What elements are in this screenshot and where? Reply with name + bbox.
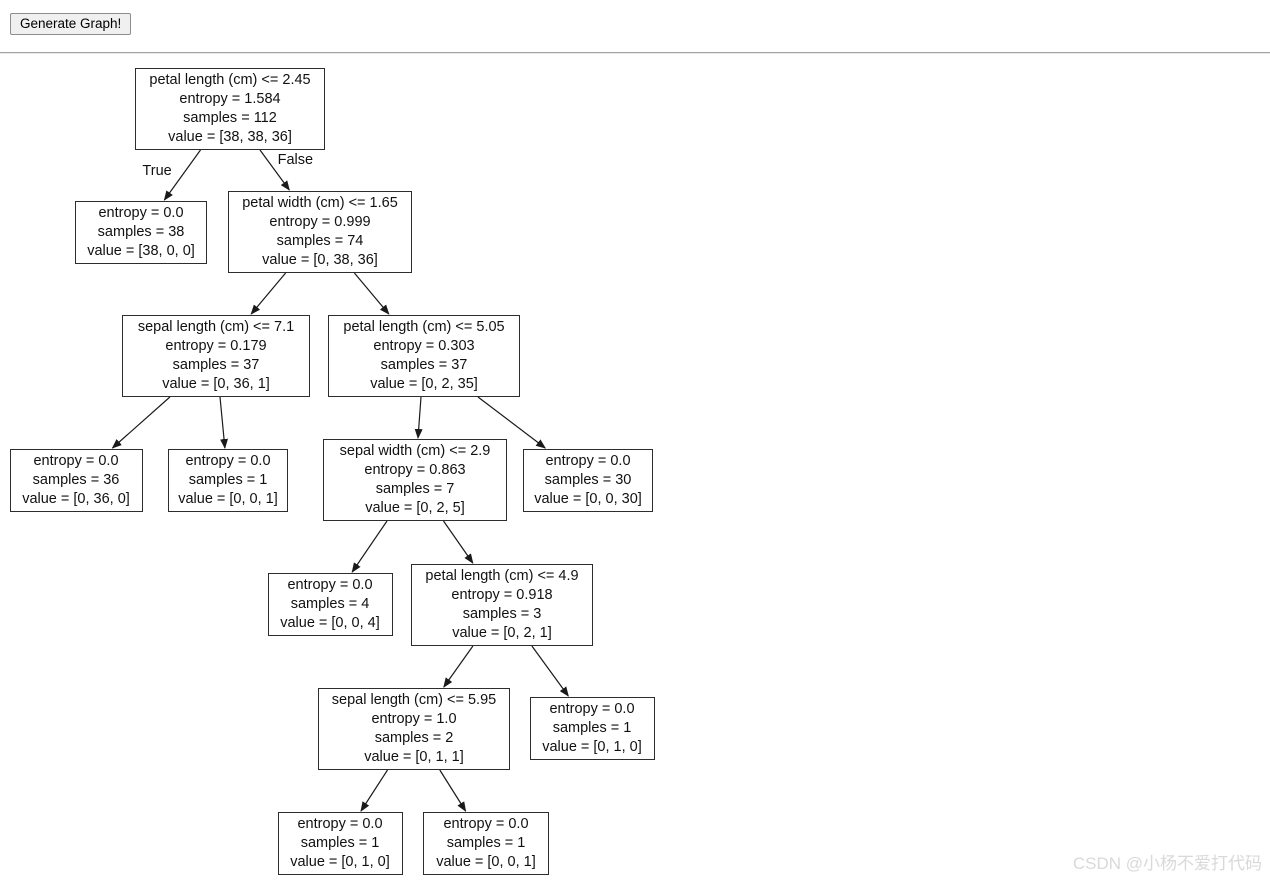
tree-edge-n7-n9	[351, 520, 388, 573]
node-line: value = [0, 2, 1]	[452, 625, 552, 641]
tree-node-n2: petal width (cm) <= 1.65 entropy = 0.999 s…	[228, 191, 412, 273]
node-line: samples = 7	[375, 481, 455, 497]
node-line: entropy = 0.0	[297, 816, 383, 832]
node-line: entropy = 1.0	[371, 711, 457, 727]
node-line: entropy = 0.0	[185, 453, 271, 469]
tree-edge-n4-n7	[414, 396, 423, 439]
node-line: value = [0, 1, 0]	[542, 739, 642, 755]
node-line: value = [0, 0, 1]	[436, 854, 536, 870]
node-line: value = [0, 1, 1]	[364, 749, 464, 765]
tree-node-n10: petal length (cm) <= 4.9 entropy = 0.918 s…	[411, 564, 593, 646]
node-line: petal length (cm) <= 4.9	[425, 568, 579, 584]
tree-node-n4: petal length (cm) <= 5.05 entropy = 0.303…	[328, 315, 520, 397]
node-line: value = [0, 2, 35]	[370, 376, 478, 392]
node-line: value = [0, 0, 30]	[534, 491, 642, 507]
tree-node-n12: entropy = 0.0 samples = 1 value = [0, 1, 0…	[529, 697, 655, 760]
tree-node-n3: sepal length (cm) <= 7.1 entropy = 0.179 s…	[122, 315, 310, 397]
node-line: value = [0, 36, 1]	[162, 376, 270, 392]
node-line: petal width (cm) <= 1.65	[242, 195, 398, 211]
node-line: entropy = 0.0	[443, 816, 529, 832]
node-line: value = [38, 38, 36]	[168, 129, 292, 145]
node-line: samples = 1	[188, 472, 268, 488]
node-line: samples = 4	[290, 596, 370, 612]
tree-node-n9: entropy = 0.0 samples = 4 value = [0, 0, 4…	[267, 573, 393, 636]
node-line: petal length (cm) <= 5.05	[343, 319, 505, 335]
tree-edge-n3-n5	[111, 396, 171, 449]
node-line: samples = 37	[172, 357, 260, 373]
node-line: entropy = 0.999	[269, 214, 371, 230]
tree-edge-n10-n11	[443, 645, 474, 688]
node-line: samples = 38	[97, 224, 185, 240]
node-line: samples = 74	[276, 233, 364, 249]
node-line: entropy = 0.0	[549, 701, 635, 717]
node-line: entropy = 0.0	[98, 205, 184, 221]
node-line: sepal length (cm) <= 7.1	[137, 319, 295, 335]
edge-label-true: True	[142, 163, 172, 179]
tree-edge-n0-n1	[163, 149, 201, 201]
tree-node-n5: entropy = 0.0 samples = 36 value = [0, 36,…	[9, 449, 143, 512]
node-line: entropy = 1.584	[179, 91, 281, 107]
tree-edge-n2-n3	[250, 272, 287, 315]
tree-node-n7: sepal width (cm) <= 2.9 entropy = 0.863 sa…	[323, 439, 507, 521]
tree-node-n13: entropy = 0.0 samples = 1 value = [0, 1, 0…	[277, 812, 403, 875]
node-line: entropy = 0.0	[287, 577, 373, 593]
node-line: entropy = 0.0	[545, 453, 631, 469]
node-line: value = [0, 1, 0]	[290, 854, 390, 870]
horizontal-divider	[0, 52, 1270, 54]
node-line: samples = 2	[374, 730, 454, 746]
node-line: sepal width (cm) <= 2.9	[339, 443, 491, 459]
node-line: samples = 1	[300, 835, 380, 851]
node-line: samples = 36	[32, 472, 120, 488]
node-line: entropy = 0.863	[364, 462, 466, 478]
tree-edge-n4-n8	[477, 396, 546, 449]
node-line: value = [0, 36, 0]	[22, 491, 130, 507]
tree-node-n11: sepal length (cm) <= 5.95 entropy = 1.0 sa…	[318, 688, 510, 770]
node-line: samples = 112	[183, 110, 277, 126]
tree-edge-n11-n13	[360, 769, 389, 812]
node-line: sepal length (cm) <= 5.95	[331, 692, 497, 708]
node-line: entropy = 0.179	[165, 338, 267, 354]
node-line: value = [0, 0, 1]	[178, 491, 278, 507]
tree-node-n0: petal length (cm) <= 2.45 entropy = 1.584…	[135, 68, 325, 150]
tree-edge-n7-n10	[443, 520, 474, 564]
tree-node-n6: entropy = 0.0 samples = 1 value = [0, 0, 1…	[168, 449, 288, 512]
tree-edge-n2-n4	[353, 272, 390, 315]
node-line: value = [0, 0, 4]	[280, 615, 380, 631]
node-line: samples = 3	[462, 606, 542, 622]
node-line: samples = 1	[552, 720, 632, 736]
tree-edge-n0-n2	[259, 149, 290, 191]
tree-edge-n3-n6	[219, 396, 229, 449]
tree-edge-n10-n12	[531, 645, 569, 697]
edge-label-false: False	[277, 152, 314, 168]
node-line: petal length (cm) <= 2.45	[149, 72, 311, 88]
generate-graph-button[interactable]: Generate Graph!	[10, 13, 132, 35]
node-line: entropy = 0.918	[451, 587, 553, 603]
tree-node-n1: entropy = 0.0 samples = 38 value = [38, 0,…	[75, 201, 207, 264]
tree-edge-n11-n14	[439, 769, 467, 812]
node-line: value = [0, 2, 5]	[365, 500, 465, 516]
watermark: CSDN @小杨不爱打代码	[1072, 854, 1262, 873]
tree-node-n14: entropy = 0.0 samples = 1 value = [0, 0, 1…	[423, 812, 549, 875]
node-line: value = [0, 38, 36]	[262, 252, 378, 268]
node-line: samples = 30	[544, 472, 632, 488]
node-line: samples = 37	[380, 357, 468, 373]
node-line: value = [38, 0, 0]	[87, 243, 195, 259]
tree-node-n8: entropy = 0.0 samples = 30 value = [0, 0, …	[523, 449, 653, 512]
node-line: samples = 1	[446, 835, 526, 851]
node-line: entropy = 0.303	[373, 338, 475, 354]
node-line: entropy = 0.0	[33, 453, 119, 469]
